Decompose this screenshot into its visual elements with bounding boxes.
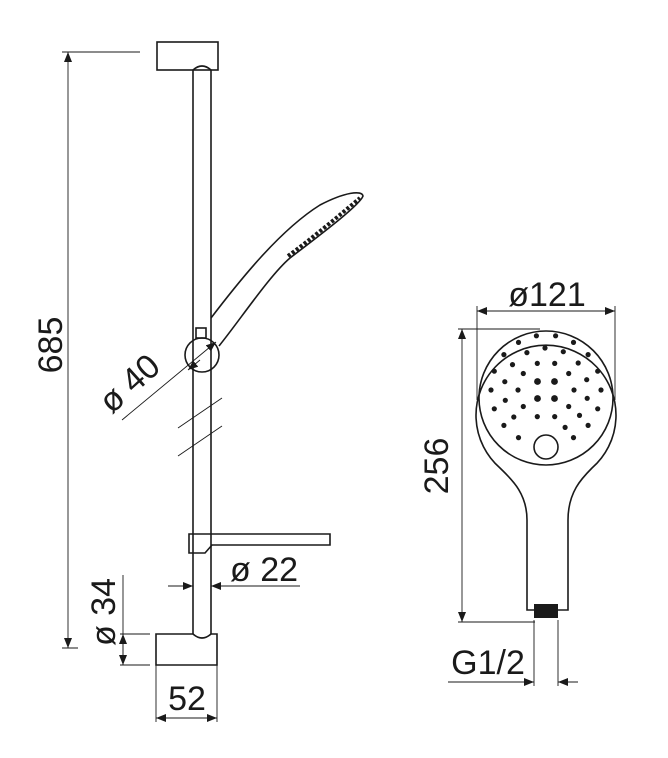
nozzle-dot bbox=[570, 435, 577, 441]
dimension-hand-shower-length: 256 bbox=[418, 328, 540, 623]
nozzle-dot bbox=[584, 395, 590, 401]
dimension-bracket-width: 52 bbox=[155, 665, 218, 722]
spray-selector-button bbox=[533, 434, 559, 460]
nozzle-dot bbox=[595, 368, 601, 374]
spray-face bbox=[478, 330, 614, 466]
nozzle-dot bbox=[534, 360, 540, 366]
hand-shower-front bbox=[475, 330, 617, 618]
nozzle-dot bbox=[584, 377, 590, 383]
nozzle-dot bbox=[533, 333, 540, 339]
break-marks bbox=[177, 397, 223, 457]
nozzle-dot bbox=[502, 379, 508, 385]
nozzle-dot bbox=[598, 387, 604, 393]
dimension-holder-diameter: ø 40 bbox=[92, 341, 217, 421]
nozzle-dot bbox=[585, 422, 591, 428]
nozzle-dot bbox=[491, 406, 497, 412]
dimension-label-head: ø121 bbox=[508, 276, 586, 314]
nozzle-dot bbox=[575, 360, 581, 366]
nozzle-dot bbox=[488, 387, 494, 393]
dimension-label-length: 256 bbox=[418, 438, 456, 495]
dimension-685: 685 bbox=[32, 51, 140, 649]
nozzle-dot bbox=[534, 395, 541, 402]
nozzle-dot bbox=[534, 414, 540, 420]
thread-connector bbox=[534, 604, 558, 618]
nozzle-dot bbox=[534, 378, 541, 385]
nozzle-dot bbox=[511, 414, 517, 420]
slide-rail bbox=[192, 70, 212, 634]
nozzle-dot bbox=[562, 424, 568, 430]
dimension-label-thread: G1/2 bbox=[451, 644, 525, 682]
spray-nozzles-side bbox=[286, 196, 362, 258]
nozzle-dot bbox=[566, 370, 572, 377]
nozzle-dot bbox=[552, 414, 558, 420]
nozzle-dot bbox=[501, 422, 507, 428]
nozzle-dot bbox=[515, 387, 521, 393]
nozzle-dot bbox=[560, 349, 566, 355]
nozzle-dot bbox=[501, 352, 507, 358]
hand-shower-side bbox=[210, 191, 364, 347]
spray-nozzles bbox=[488, 333, 604, 441]
nozzle-dot bbox=[542, 345, 548, 351]
hand-shower-outline bbox=[475, 344, 617, 611]
nozzle-dot bbox=[576, 412, 583, 418]
shower-rail-assembly bbox=[155, 41, 364, 666]
nozzle-dot bbox=[553, 333, 559, 339]
dimension-label-bracket-width: 52 bbox=[168, 680, 206, 718]
nozzle-dot bbox=[509, 362, 516, 368]
nozzle-dot bbox=[571, 387, 577, 393]
dimension-label-rail: ø 22 bbox=[230, 551, 298, 589]
nozzle-dot bbox=[515, 435, 522, 441]
dimension-label-bracket-diameter: ø 34 bbox=[85, 578, 123, 646]
dimension-rail-diameter: ø 22 bbox=[168, 551, 300, 590]
nozzle-dot bbox=[552, 360, 558, 366]
nozzle-dot bbox=[570, 339, 577, 345]
top-wall-bracket bbox=[156, 41, 219, 71]
dimension-thread: G1/2 bbox=[448, 620, 578, 686]
soap-dish bbox=[188, 533, 331, 554]
nozzle-dot bbox=[585, 352, 591, 358]
dimension-label-685: 685 bbox=[32, 317, 70, 374]
nozzle-dot bbox=[491, 368, 497, 374]
nozzle-dot bbox=[515, 339, 522, 345]
nozzle-dot bbox=[566, 403, 572, 410]
nozzle-dot bbox=[520, 403, 526, 410]
nozzle-dot bbox=[520, 370, 526, 377]
dimension-head-diameter: ø121 bbox=[476, 276, 616, 400]
dimension-bracket-diameter: ø 34 bbox=[85, 575, 150, 666]
nozzle-dot bbox=[551, 395, 558, 402]
nozzle-dot bbox=[551, 378, 558, 385]
shower-holder bbox=[184, 337, 220, 373]
nozzle-dot bbox=[502, 397, 508, 403]
dimension-label-holder: ø 40 bbox=[92, 347, 168, 421]
nozzle-dot bbox=[595, 406, 601, 412]
bottom-wall-bracket bbox=[155, 633, 218, 666]
nozzle-dot bbox=[524, 350, 530, 356]
